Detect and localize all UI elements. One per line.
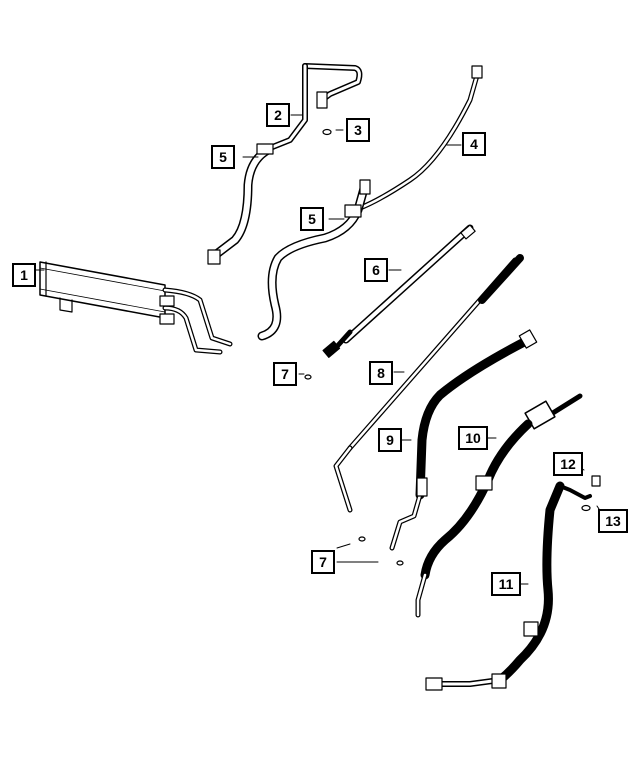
cooler-part[interactable]	[39, 261, 233, 355]
callout-11[interactable]: 11	[491, 572, 521, 596]
o-ring-part[interactable]	[322, 128, 332, 136]
line-6-part[interactable]	[322, 224, 476, 358]
callout-9[interactable]: 9	[378, 428, 402, 452]
callout-8[interactable]: 8	[369, 361, 393, 385]
hose-lower-part[interactable]	[257, 179, 371, 341]
line-8-part[interactable]	[333, 254, 524, 513]
o-ring-7b[interactable]	[358, 536, 366, 542]
callout-4[interactable]: 4	[462, 132, 486, 156]
hose-11-part[interactable]	[425, 481, 592, 691]
callout-3[interactable]: 3	[346, 118, 370, 142]
callout-1[interactable]: 1	[12, 263, 36, 287]
o-ring-7a[interactable]	[304, 374, 312, 380]
callout-2[interactable]: 2	[266, 103, 290, 127]
callout-10[interactable]: 10	[458, 426, 488, 450]
callout-13[interactable]: 13	[598, 509, 628, 533]
leader-lines	[35, 114, 602, 585]
pressure-hose-10-part[interactable]	[415, 393, 583, 618]
callout-5-upper[interactable]: 5	[211, 145, 235, 169]
callout-12[interactable]: 12	[553, 452, 583, 476]
return-tube-part[interactable]	[357, 65, 483, 211]
washer-13-part[interactable]	[581, 504, 591, 512]
callout-5-lower[interactable]: 5	[300, 207, 324, 231]
bolt-12-part[interactable]	[591, 475, 601, 487]
callout-7-lower[interactable]: 7	[311, 550, 335, 574]
callout-7-upper[interactable]: 7	[273, 362, 297, 386]
pressure-hose-9-part[interactable]	[389, 329, 538, 551]
o-ring-7c[interactable]	[396, 560, 404, 566]
hose-upper-part[interactable]	[207, 143, 274, 265]
upper-tube-part[interactable]	[267, 63, 363, 151]
callout-6[interactable]: 6	[364, 258, 388, 282]
